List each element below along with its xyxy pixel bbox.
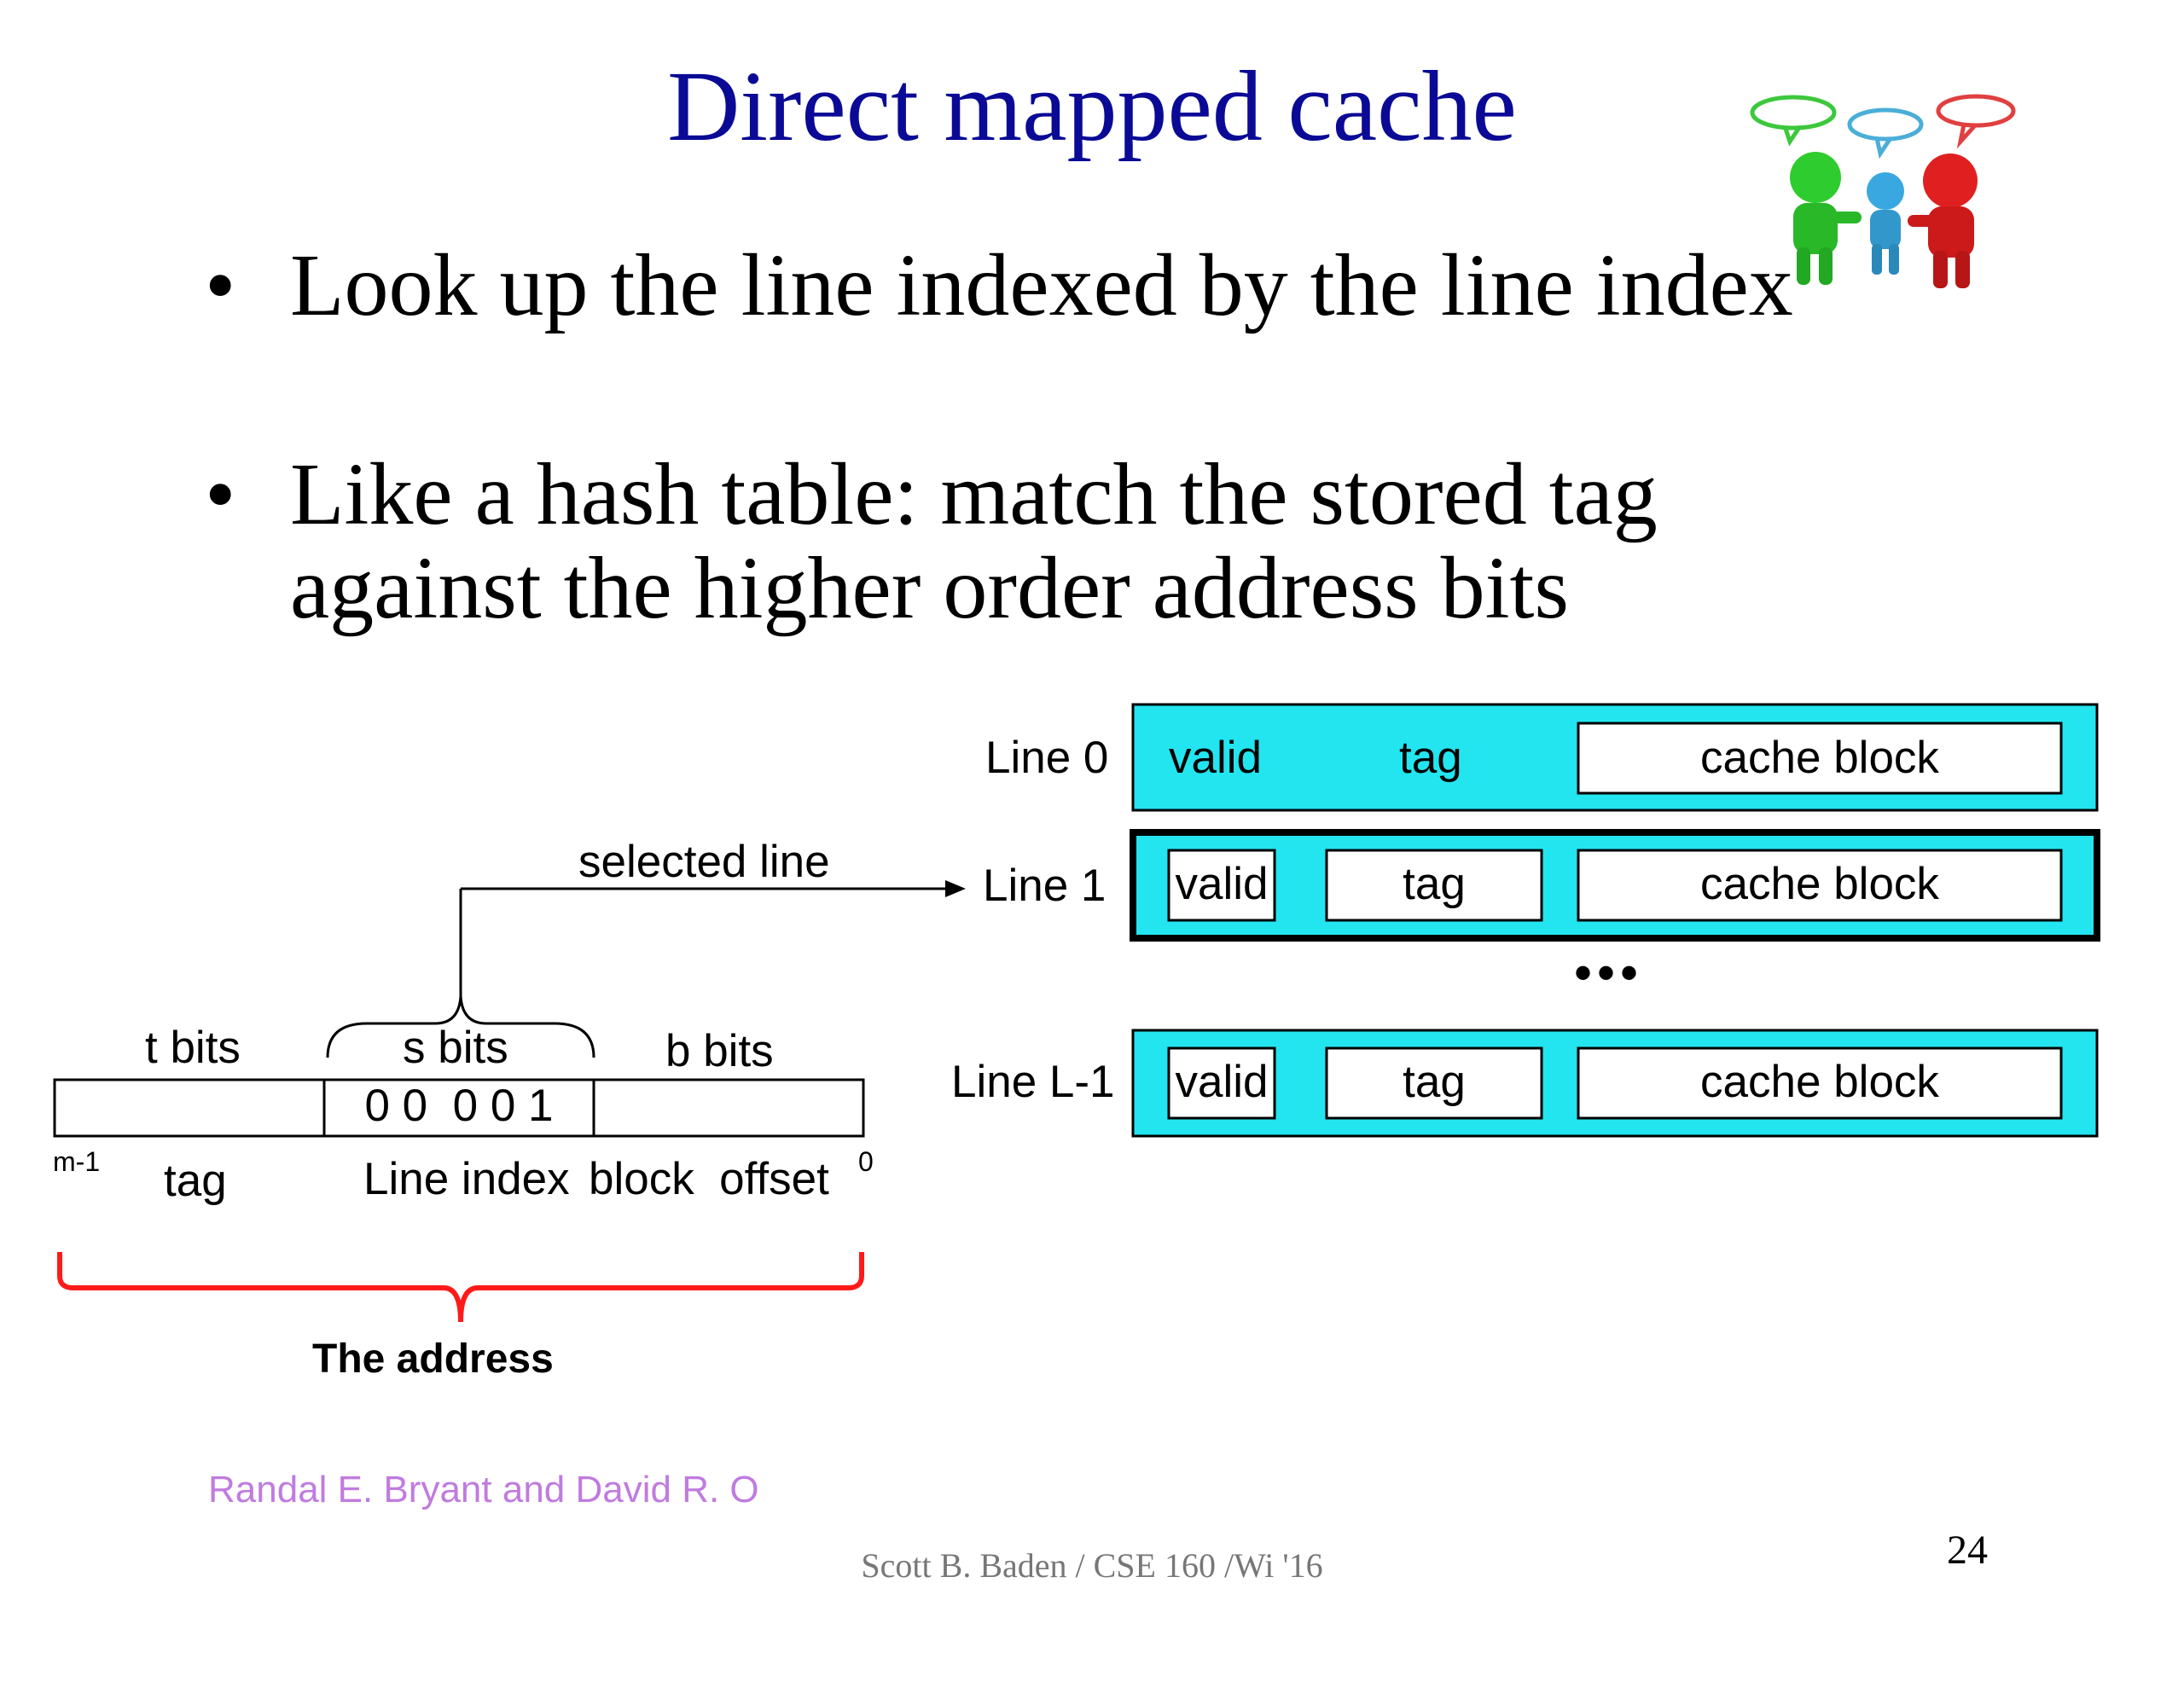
- address-caption: The address: [312, 1336, 554, 1382]
- cache-block-box: [1577, 1046, 2063, 1120]
- tag-box: [1325, 1046, 1543, 1120]
- people-talking-icon: [1750, 94, 2016, 288]
- tag-box: [1325, 849, 1543, 922]
- credit-text: Randal E. Bryant and David R. O: [208, 1469, 759, 1510]
- bullet-dot: •: [205, 445, 236, 543]
- msb-label: m-1: [53, 1146, 101, 1177]
- cache-block-label: cache block: [1700, 1057, 1939, 1107]
- tag-field-label: tag: [164, 1156, 227, 1206]
- speech-bubble-icon: [1847, 107, 1924, 142]
- ellipsis: •••: [1574, 944, 1644, 1001]
- slide-title: Direct mapped cache: [667, 50, 1517, 162]
- cache-block-label: cache block: [1700, 859, 1939, 909]
- line-label-0: Line 0: [985, 733, 1109, 783]
- valid-label: valid: [1175, 859, 1269, 909]
- address-box: [53, 1078, 865, 1138]
- line-label-last: Line L-1: [951, 1057, 1115, 1107]
- line-index-label: Line index: [363, 1154, 570, 1204]
- index-value: 0 0 0 0 1: [364, 1081, 554, 1131]
- footer-text: Scott B. Baden / CSE 160 /Wi '16: [861, 1546, 1323, 1585]
- selected-line-label: selected line: [578, 837, 830, 887]
- b-bits-label: b bits: [665, 1026, 774, 1076]
- bullet-dot: •: [205, 236, 236, 334]
- cache-block-box: [1577, 849, 2063, 922]
- t-bits-label: t bits: [145, 1023, 241, 1073]
- tag-label: tag: [1399, 733, 1462, 783]
- speech-bubble-icon: [1750, 95, 1837, 130]
- s-bits-label: s bits: [403, 1023, 508, 1073]
- bullet-text: Like a hash table: match the stored tag …: [290, 445, 1658, 637]
- valid-label: valid: [1175, 1057, 1269, 1107]
- valid-label: valid: [1169, 733, 1263, 783]
- tag-label: tag: [1403, 859, 1466, 909]
- page-number: 24: [1947, 1528, 1988, 1573]
- lsb-label: 0: [858, 1146, 874, 1177]
- valid-box: [1167, 1046, 1276, 1120]
- cache-block-label: cache block: [1700, 733, 1939, 783]
- tag-label: tag: [1403, 1057, 1466, 1107]
- valid-box: [1167, 849, 1276, 922]
- address-brace: [57, 1252, 864, 1323]
- cache-block-box: [1577, 722, 2063, 795]
- line-label-1: Line 1: [983, 861, 1107, 911]
- block-offset-label: block offset: [589, 1154, 829, 1204]
- bullet-text: Look up the line indexed by the line ind…: [290, 236, 1793, 334]
